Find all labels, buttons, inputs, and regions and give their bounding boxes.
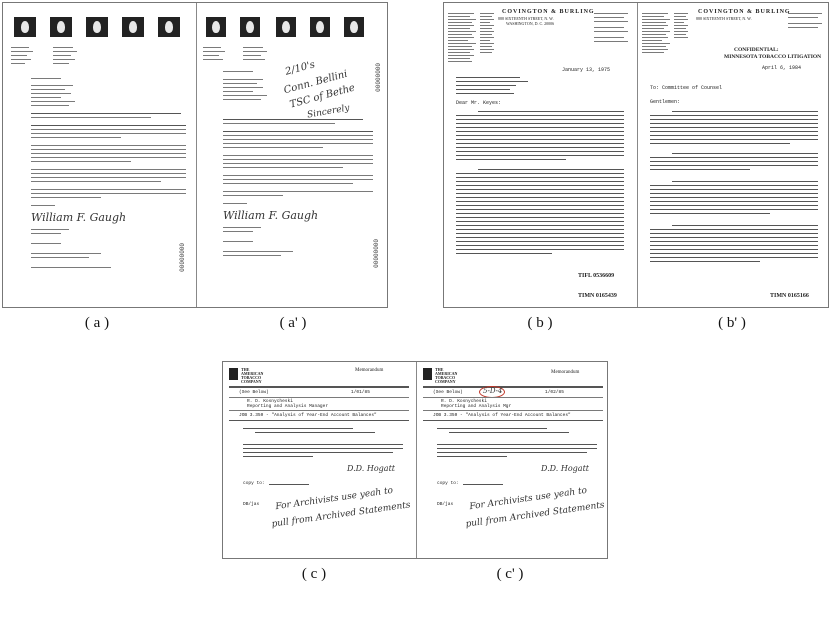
- figure-panel-b: COVINGTON & BURLING 888 SIXTEENTH STREET…: [443, 2, 829, 308]
- letter-date: April 6, 1984: [762, 65, 802, 71]
- memo-initials: DB/jas: [437, 502, 454, 507]
- document-b-prime: COVINGTON & BURLING 888 SIXTEENTH STREET…: [638, 3, 828, 307]
- letterhead-city: WASHINGTON, D. C. 20006: [506, 21, 555, 26]
- caption-b: ( b ): [527, 315, 553, 331]
- photo-thumbnail-4: [310, 17, 330, 37]
- caption-c-prime: ( c' ): [496, 566, 524, 582]
- company-name-line: TOBACCO: [435, 375, 456, 380]
- caption-b-prime: ( b' ): [718, 315, 746, 331]
- letterhead-firm: COVINGTON & BURLING: [502, 9, 595, 15]
- handwritten-date: 5-D-4: [483, 387, 503, 395]
- letter-recipient: To: Committee of Counsel: [650, 85, 723, 91]
- confidential-label: CONFIDENTIAL:: [734, 47, 779, 53]
- figure-panel-a: William F. Gaugh 00000000 2/10's Conn. B…: [2, 2, 388, 308]
- photo-thumbnail-4: [122, 17, 144, 37]
- bates-stamp: TIFL 0536609: [578, 273, 615, 279]
- document-b: COVINGTON & BURLING 888 SIXTEENTH STREET…: [444, 3, 637, 307]
- memo-cc-label: copy to:: [437, 481, 459, 486]
- memo-from-name: R. D. Kosnycheski: [441, 399, 487, 404]
- handwritten-initials: D.D. Hogatt: [347, 464, 395, 473]
- company-name-line: THE: [241, 367, 250, 372]
- document-a-prime: 2/10's Conn. Bellini TSC of Bethe Sincer…: [197, 3, 387, 307]
- memo-header: Memorandum: [355, 368, 384, 373]
- caption-c: ( c ): [301, 566, 327, 582]
- photo-thumbnail-1: [206, 17, 226, 37]
- letterhead-address: 888 SIXTEENTH STREET, N. W.: [696, 16, 752, 21]
- signature-a-prime: William F. Gaugh: [223, 209, 319, 222]
- letterhead-address: 888 SIXTEENTH STREET, N. W.: [498, 16, 554, 21]
- company-name-line: COMPANY: [435, 379, 456, 384]
- photo-thumbnail-2: [50, 17, 72, 37]
- bates-footer: TIMN 0165439: [578, 293, 617, 299]
- letterhead-firm: COVINGTON & BURLING: [698, 9, 791, 15]
- letter-date: January 13, 1975: [562, 67, 611, 73]
- memo-date: 1/02/85: [545, 390, 564, 395]
- memo-from-name: R. D. Kosnycheski: [247, 399, 293, 404]
- photo-thumbnail-2: [240, 17, 260, 37]
- document-c: THE AMERICAN TOBACCO COMPANY Memorandum …: [223, 362, 416, 558]
- document-divider-c: [416, 362, 417, 558]
- memo-header: Memorandum: [551, 370, 580, 375]
- photo-thumbnail-3: [86, 17, 108, 37]
- company-logo-icon: [423, 368, 432, 380]
- photo-thumbnail-5: [158, 17, 180, 37]
- company-name-line: AMERICAN: [435, 371, 458, 376]
- document-divider-a: [196, 3, 197, 307]
- document-divider-b: [637, 3, 638, 307]
- figure-panel-c: THE AMERICAN TOBACCO COMPANY Memorandum …: [222, 361, 608, 559]
- company-name-line: COMPANY: [241, 379, 262, 384]
- photo-thumbnail-5: [344, 17, 364, 37]
- bates-footer: TIMN 0165166: [770, 293, 809, 299]
- memo-from-title: Reporting and Analysis Manager: [247, 404, 329, 409]
- handwritten-initials: D.D. Hogatt: [541, 464, 589, 473]
- company-name-line: THE: [435, 367, 444, 372]
- photo-thumbnail-3: [276, 17, 296, 37]
- letter-salutation: Dear Mr. Keyes:: [456, 100, 502, 106]
- document-c-prime: THE AMERICAN TOBACCO COMPANY Memorandum …: [417, 362, 607, 558]
- memo-cc-label: copy to:: [243, 481, 265, 486]
- memo-to: (See Below): [433, 390, 463, 395]
- signature-a: William F. Gaugh: [31, 211, 127, 224]
- company-logo-icon: [229, 368, 238, 380]
- memo-to: (See Below): [239, 390, 269, 395]
- company-name-line: TOBACCO: [241, 375, 262, 380]
- memo-date: 1/01/85: [351, 390, 370, 395]
- memo-subject: JOB 3.350 - "Analysis of Year-End Accoun…: [433, 413, 571, 418]
- memo-initials: DB/jas: [243, 502, 260, 507]
- company-name-line: AMERICAN: [241, 371, 264, 376]
- letter-salutation: Gentlemen:: [650, 99, 681, 105]
- document-a: William F. Gaugh 00000000: [3, 3, 196, 307]
- photo-thumbnail-1: [14, 17, 36, 37]
- caption-a-prime: ( a' ): [279, 315, 307, 331]
- memo-subject: JOB 3.350 - "Analysis of Year-End Accoun…: [239, 413, 377, 418]
- caption-a: ( a ): [84, 315, 110, 331]
- litigation-label: MINNESOTA TOBACCO LITIGATION: [724, 54, 822, 60]
- handwritten-annotation: 2/10's: [284, 59, 317, 78]
- memo-from-title: Reporting and Analysis Mgr: [441, 404, 512, 409]
